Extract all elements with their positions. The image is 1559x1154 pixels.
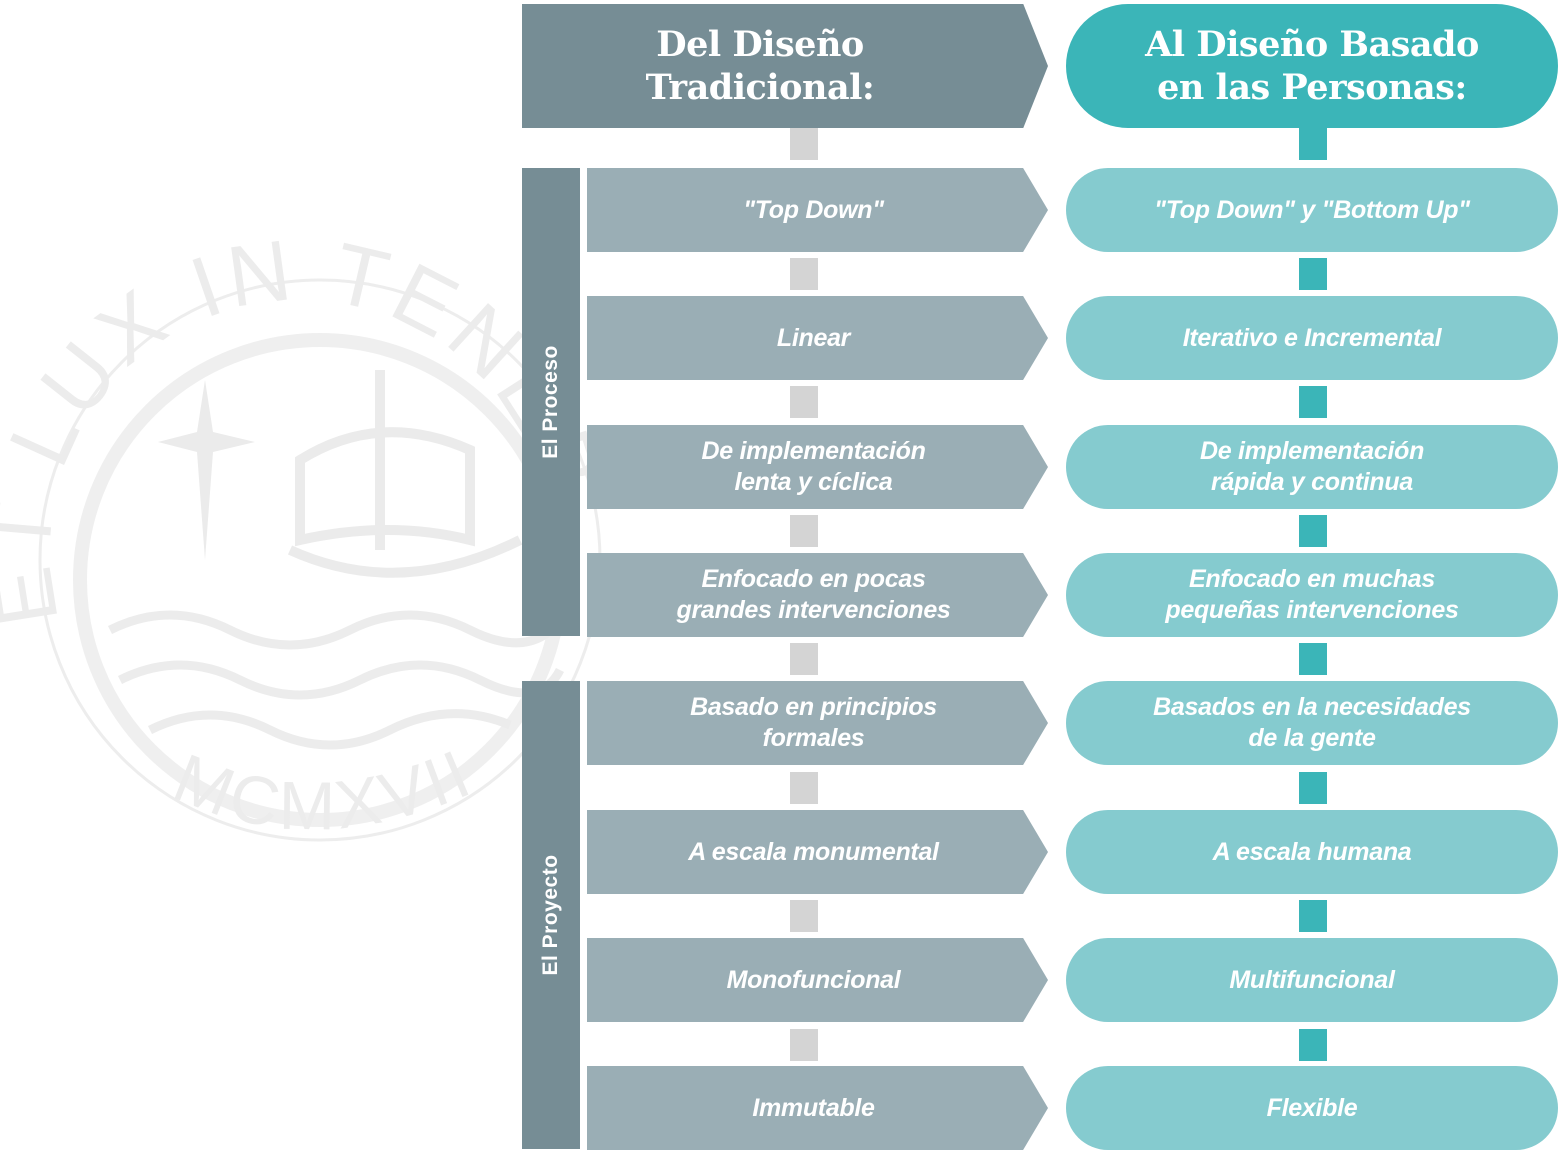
traditional-item-top-down: "Top Down" bbox=[587, 168, 1048, 252]
people-item-human-scale: A escala humana bbox=[1066, 810, 1558, 894]
traditional-item-label: Monofuncional bbox=[726, 965, 901, 994]
group-el-proceso-label: El Proceso bbox=[539, 345, 562, 459]
people-item-label: De implementación rápida y continua bbox=[1199, 437, 1425, 496]
traditional-item-label: A escala monumental bbox=[688, 837, 939, 866]
people-item-label: Enfocado en muchas pequeñas intervencion… bbox=[1165, 565, 1459, 624]
header-traditional-line1: Del Diseño bbox=[656, 24, 864, 65]
waves-icon bbox=[107, 610, 565, 750]
traditional-item-formal-principles: Basado en principios formales bbox=[587, 681, 1048, 765]
people-item-fast-implementation: De implementación rápida y continua bbox=[1066, 425, 1558, 509]
people-item-label: Basados en la necesidades de la gente bbox=[1153, 693, 1471, 752]
group-el-proyecto: El Proyecto bbox=[522, 681, 580, 1149]
traditional-item-label: "Top Down" bbox=[743, 195, 884, 224]
connector-left bbox=[790, 258, 818, 290]
university-seal-watermark: ET LUX IN TENEBRIS MCMXVII bbox=[0, 220, 615, 844]
people-item-many-small: Enfocado en muchas pequeñas intervencion… bbox=[1066, 553, 1558, 637]
traditional-item-few-large: Enfocado en pocas grandes intervenciones bbox=[587, 553, 1048, 637]
group-el-proceso: El Proceso bbox=[522, 168, 580, 636]
seal-year: MCMXVII bbox=[164, 734, 484, 844]
connector-left bbox=[790, 772, 818, 804]
connector-left bbox=[790, 1029, 818, 1061]
people-item-label: "Top Down" y "Bottom Up" bbox=[1154, 195, 1470, 224]
connector-right bbox=[1299, 1029, 1327, 1061]
header-traditional-design: Del Diseño Tradicional: bbox=[522, 4, 1048, 128]
people-item-label: Flexible bbox=[1266, 1093, 1358, 1122]
connector-right bbox=[1299, 900, 1327, 932]
traditional-item-label: De implementación lenta y cíclica bbox=[701, 437, 926, 496]
connector-right bbox=[1299, 515, 1327, 547]
header-people-based-line1: Al Diseño Basado bbox=[1145, 24, 1479, 65]
traditional-item-monofunctional: Monofuncional bbox=[587, 938, 1048, 1022]
connector-left bbox=[790, 643, 818, 675]
connector-right bbox=[1299, 643, 1327, 675]
connector-right bbox=[1299, 772, 1327, 804]
header-people-based-line2: en las Personas: bbox=[1157, 67, 1467, 108]
connector-right bbox=[1299, 258, 1327, 290]
traditional-item-label: Basado en principios formales bbox=[690, 693, 937, 752]
connector-left bbox=[790, 128, 818, 160]
header-traditional-text: Del Diseño Tradicional: bbox=[646, 23, 900, 109]
traditional-item-label: Linear bbox=[776, 323, 851, 352]
connector-left bbox=[790, 900, 818, 932]
header-people-based-text: Al Diseño Basado en las Personas: bbox=[1145, 23, 1479, 109]
connector-right bbox=[1299, 128, 1327, 160]
traditional-item-label: Enfocado en pocas grandes intervenciones bbox=[676, 565, 951, 624]
group-el-proyecto-label: El Proyecto bbox=[539, 854, 562, 976]
people-item-iterative: Iterativo e Incremental bbox=[1066, 296, 1558, 380]
traditional-item-slow-implementation: De implementación lenta y cíclica bbox=[587, 425, 1048, 509]
people-item-label: A escala humana bbox=[1212, 837, 1412, 866]
traditional-item-immutable: Immutable bbox=[587, 1066, 1048, 1150]
traditional-item-label: Immutable bbox=[752, 1093, 875, 1122]
people-item-flexible: Flexible bbox=[1066, 1066, 1558, 1150]
people-item-top-down-bottom-up: "Top Down" y "Bottom Up" bbox=[1066, 168, 1558, 252]
header-traditional-line2: Tradicional: bbox=[645, 67, 875, 108]
traditional-item-monumental-scale: A escala monumental bbox=[587, 810, 1048, 894]
people-item-multifunctional: Multifuncional bbox=[1066, 938, 1558, 1022]
connector-left bbox=[790, 515, 818, 547]
connector-right bbox=[1299, 386, 1327, 418]
people-item-label: Multifuncional bbox=[1229, 965, 1395, 994]
star-icon bbox=[158, 380, 255, 560]
ship-icon bbox=[287, 370, 523, 578]
header-people-based-design: Al Diseño Basado en las Personas: bbox=[1066, 4, 1558, 128]
connector-left bbox=[790, 386, 818, 418]
traditional-item-linear: Linear bbox=[587, 296, 1048, 380]
people-item-label: Iterativo e Incremental bbox=[1182, 323, 1442, 352]
people-item-peoples-needs: Basados en la necesidades de la gente bbox=[1066, 681, 1558, 765]
